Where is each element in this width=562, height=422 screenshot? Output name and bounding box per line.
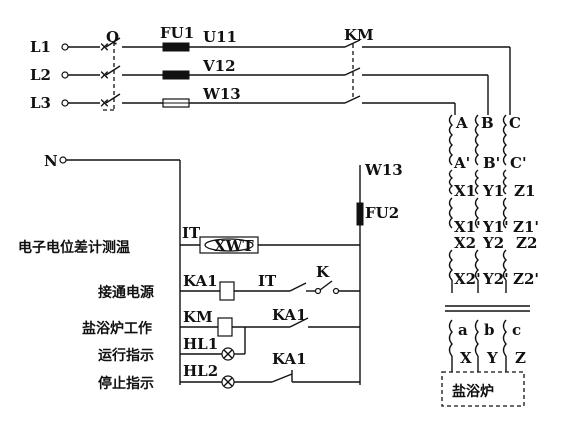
contactor-km-label: KM: [344, 26, 374, 44]
row5-device-hl2: HL2: [183, 362, 218, 380]
row-label-stop-indicator: 停止指示: [98, 375, 154, 392]
furnace-output-x: X: [460, 349, 472, 367]
transformer-mid-a: A': [453, 154, 470, 172]
transformer-top-c: C: [509, 114, 521, 132]
transformer-x1: X1: [454, 182, 476, 200]
furnace-label: 盐浴炉: [452, 383, 494, 400]
wire-label-u11: U11: [203, 28, 237, 46]
row2-device-ka1: KA1: [183, 272, 218, 290]
row3-contact-ka1: KA1: [272, 306, 307, 324]
transformer-y2p: Y2': [482, 270, 509, 288]
furnace-input-a: a: [458, 321, 468, 339]
transformer-z2p: Z2': [513, 270, 539, 288]
row4-device-hl1: HL1: [183, 335, 218, 353]
breaker-q: × × ×: [99, 37, 121, 111]
transformer-x1p: X1': [454, 218, 481, 236]
fuse-fu1: [162, 42, 190, 108]
furnace-box: [441, 371, 525, 407]
main-power-circuit: L1 L2 L3 Q × × × FU1: [30, 24, 511, 170]
xwt-symbol: [204, 238, 254, 252]
row-label-run-indicator: 运行指示: [98, 347, 154, 364]
contactor-km-contacts: [344, 39, 361, 104]
row2-contact-k: K: [316, 263, 330, 281]
k-switch: [319, 280, 333, 291]
terminal-label-n: N: [44, 152, 58, 170]
transformer-top-b: B: [481, 114, 494, 132]
svg-text:×: ×: [99, 68, 110, 83]
control-circuit: W13 FU2 电子电位差计测温 IT XWT 接通电源 KA1 IT K 盐浴…: [18, 160, 403, 392]
wire-label-w13: W13: [202, 85, 241, 103]
terminal-l1: [61, 43, 69, 51]
terminal-label-l1: L1: [30, 38, 51, 56]
ka1-contact-nc: [271, 373, 293, 383]
transformer-z2: Z2: [516, 234, 537, 252]
row-label-power-on: 接通电源: [98, 284, 154, 301]
wire-label-v12: V12: [202, 57, 236, 75]
transformer: A B C A' B' C' X1 Y1 Z1 X1' Y1' Z1' X2 Y…: [445, 114, 539, 312]
km-coil: [217, 317, 233, 337]
furnace-input-b: b: [484, 321, 495, 339]
transformer-top-a: A: [455, 114, 468, 132]
transformer-x2p: X2': [454, 270, 481, 288]
furnace-output-y: Y: [486, 349, 498, 367]
row2-contact-it: IT: [258, 272, 277, 290]
terminal-label-l3: L3: [30, 94, 51, 112]
transformer-mid-b: B': [483, 154, 500, 172]
terminal-l3: [61, 99, 69, 107]
transformer-z1: Z1: [514, 182, 535, 200]
fuse-fu1-label: FU1: [160, 24, 194, 42]
terminal-l2: [61, 71, 69, 79]
row5-contact-ka1: KA1: [272, 350, 307, 368]
control-fuse-label-fu2: FU2: [365, 204, 399, 222]
furnace-input-c: c: [512, 321, 521, 339]
furnace-output-z: Z: [515, 349, 526, 367]
transformer-x2: X2: [454, 234, 476, 252]
ka1-coil: [219, 281, 235, 301]
it-contact: [289, 282, 307, 292]
row1-extra-xwt: XWT: [214, 237, 254, 255]
svg-text:×: ×: [99, 96, 110, 111]
terminal-label-l2: L2: [30, 66, 51, 84]
transformer-y1p: Y1': [482, 218, 509, 236]
row-label-temperature: 电子电位差计测温: [18, 239, 130, 256]
salt-bath-furnace: a b c X Y Z 盐浴炉: [441, 319, 526, 407]
svg-text:×: ×: [99, 40, 110, 55]
transformer-z1p: Z1': [513, 218, 539, 236]
transformer-y1: Y1: [482, 182, 504, 200]
transformer-mid-c: C': [510, 154, 527, 172]
transformer-y2: Y2: [482, 234, 504, 252]
row3-device-km: KM: [183, 308, 213, 326]
row-label-furnace-working: 盐浴炉工作: [82, 320, 152, 337]
ka1-contact-no: [289, 317, 309, 328]
transformer-windings: [448, 114, 508, 281]
control-wire-label-w13: W13: [364, 161, 403, 179]
row1-device-it: IT: [182, 224, 201, 242]
fuse-fu2: [356, 202, 364, 226]
terminal-n: [59, 156, 67, 164]
